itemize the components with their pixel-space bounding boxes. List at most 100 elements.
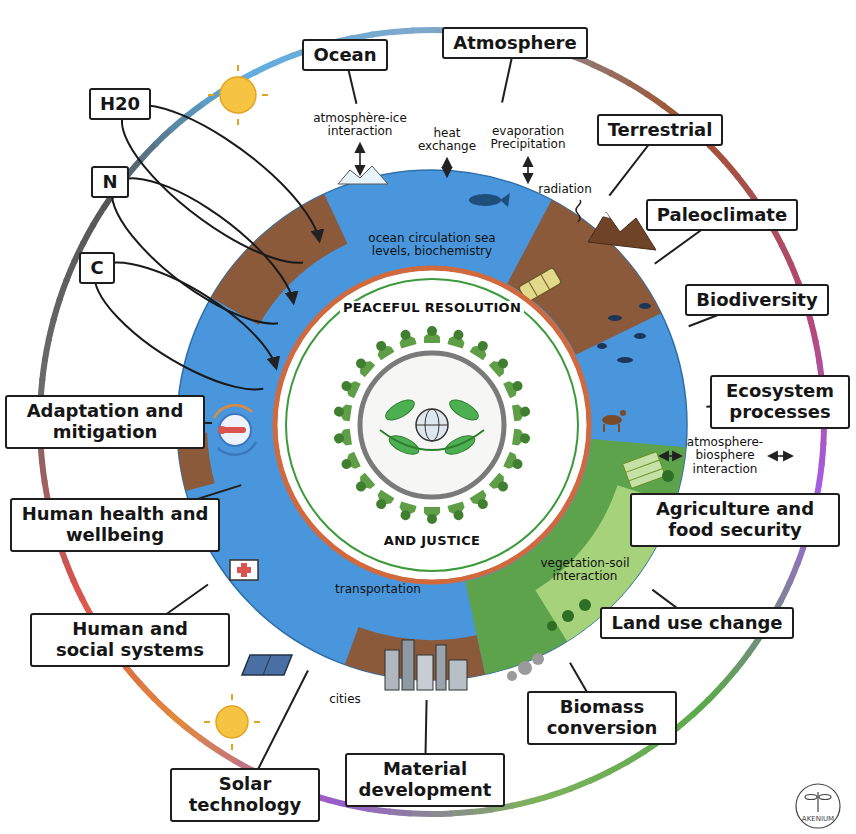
deer	[620, 410, 626, 416]
seated-person	[340, 379, 353, 392]
topic-label: N	[102, 172, 117, 193]
seated-person	[489, 354, 512, 377]
seated-person	[452, 329, 464, 341]
seated-person	[372, 337, 395, 360]
sun	[204, 721, 210, 723]
inner-circle	[277, 270, 587, 580]
sun	[254, 721, 260, 723]
solar-panel	[263, 655, 271, 675]
seated-person	[519, 406, 530, 417]
label-holder: atmosphère-ice interaction	[304, 112, 416, 138]
annotation-label: transportation	[335, 583, 421, 596]
exchange-arrow	[769, 455, 792, 457]
annotation-label: atmosphere-biosphere interaction	[684, 436, 766, 476]
sun	[208, 94, 214, 96]
inner-circle	[286, 279, 578, 571]
topic-label: Agriculture and food security	[641, 499, 829, 540]
seated-person	[496, 356, 510, 370]
outer-ring	[391, 27, 415, 35]
seated-person	[452, 509, 464, 521]
outer-ring	[812, 340, 822, 364]
city-buildings	[402, 640, 414, 690]
topic-label: Adaptation and mitigation	[16, 401, 194, 442]
annotation-label: heat exchange	[416, 127, 478, 153]
annotation-label: cities	[329, 693, 361, 706]
thermometer	[219, 414, 251, 446]
seated-person	[352, 473, 375, 496]
round-table	[360, 353, 504, 497]
topic-box: Human and social systems	[30, 613, 230, 666]
seated-person	[427, 326, 437, 336]
topic-label: Human and social systems	[41, 619, 219, 660]
field	[629, 469, 663, 481]
outer-ring	[450, 809, 474, 817]
leaves	[447, 396, 482, 424]
marine-life	[608, 315, 622, 321]
sun	[204, 694, 260, 750]
smoke	[507, 653, 544, 681]
seated-person	[424, 326, 440, 343]
leaves	[380, 396, 484, 458]
label-holder: evaporation Precipitation	[479, 125, 577, 151]
topic-label: Material development	[356, 759, 494, 800]
seated-person	[512, 429, 531, 447]
globe-icon	[416, 425, 448, 426]
seated-person	[333, 429, 352, 447]
deer	[602, 410, 626, 432]
artist-logo	[817, 792, 818, 812]
sun	[208, 65, 268, 125]
outer-ring	[388, 809, 412, 817]
topic-label: Ecosystem processes	[721, 381, 839, 422]
seated-person	[427, 514, 437, 524]
topic-box: Terrestrial	[597, 114, 724, 147]
globe-icon	[416, 409, 448, 441]
tree	[579, 599, 591, 611]
tree	[547, 621, 557, 631]
thermometer	[214, 405, 256, 455]
exchange-arrow	[446, 159, 448, 176]
seated-person	[447, 501, 467, 522]
hospital	[237, 567, 251, 573]
sun	[208, 65, 268, 125]
marine-life	[617, 357, 633, 363]
mountains	[602, 212, 610, 218]
globe-icon	[416, 409, 448, 441]
marine-life	[597, 343, 607, 349]
cycle-loop	[78, 240, 289, 409]
outer-ring	[429, 810, 452, 817]
seated-person	[333, 433, 344, 444]
sun	[231, 694, 233, 700]
deer	[602, 415, 622, 425]
seated-person	[511, 379, 524, 392]
sun	[237, 65, 239, 71]
exchange-arrow	[527, 158, 529, 182]
topic-label: Human health and wellbeing	[21, 504, 209, 545]
outer-ring	[409, 810, 432, 817]
thermometer	[218, 442, 256, 455]
label-holder: PEACEFUL RESOLUTION	[340, 301, 524, 315]
topic-box: Ocean	[302, 39, 387, 72]
outer-ring	[819, 442, 827, 466]
tree	[562, 610, 574, 622]
topic-box: N	[91, 166, 128, 199]
thermometer	[214, 405, 252, 418]
whale	[469, 194, 501, 206]
label-holder: heat exchange	[416, 127, 478, 153]
seated-person	[333, 326, 531, 524]
seated-person	[372, 490, 395, 513]
seated-person	[424, 507, 440, 524]
label-holder: AND JUSTICE	[381, 534, 483, 548]
topic-box: Atmosphere	[442, 27, 587, 60]
thermometer	[218, 426, 226, 434]
whale	[469, 193, 510, 207]
seated-person	[396, 501, 416, 522]
outer-ring	[470, 806, 494, 815]
topic-label: Biodiversity	[696, 290, 817, 311]
iceberg	[338, 166, 388, 184]
seated-person	[374, 339, 388, 353]
label-holder: radiation	[538, 183, 592, 196]
deer	[603, 424, 605, 432]
outer-ring	[411, 27, 434, 34]
seated-person	[340, 457, 353, 470]
earth-disc	[177, 170, 687, 680]
